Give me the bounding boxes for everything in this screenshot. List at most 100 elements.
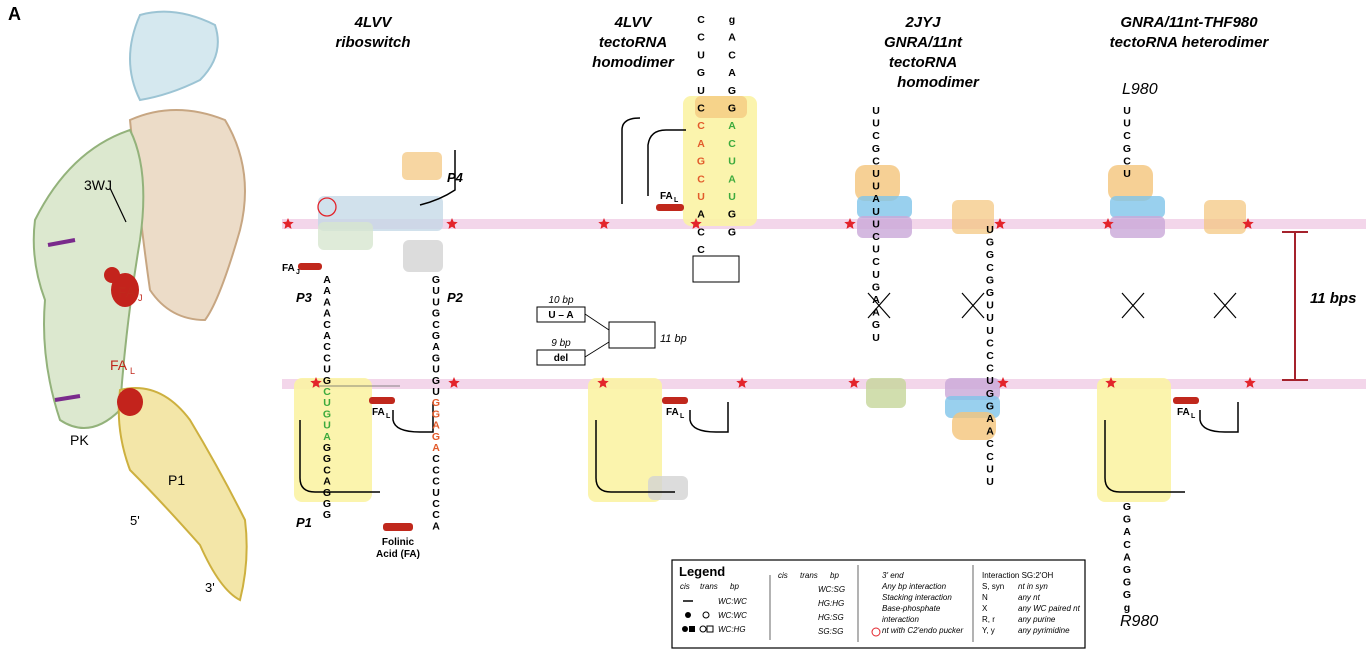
legend-key: X: [982, 604, 988, 613]
tecto-nt: C: [697, 32, 705, 44]
tecto-fal-top-sub: L: [674, 197, 679, 204]
riboswitch-nt: A: [323, 330, 331, 342]
tecto-nt: U: [728, 156, 736, 168]
label-faj-sub: J: [138, 293, 143, 303]
label-fal: FA: [110, 357, 128, 373]
legend-row-label: SG:SG: [818, 627, 843, 636]
riboswitch-nt: U: [323, 397, 331, 409]
gnra-nt: U: [986, 463, 994, 475]
tecto-nt: C: [697, 14, 705, 26]
title-2-line1: 4LVV: [614, 14, 654, 31]
title-4-line1: GNRA/11nt-THF980: [1120, 14, 1258, 31]
riboswitch-nt: A: [323, 476, 331, 488]
legend-header: trans: [800, 571, 818, 580]
legend-header: cis: [680, 582, 690, 591]
legend-cis-hg-square: [689, 626, 695, 632]
gnra-nt: U: [872, 118, 880, 130]
gnra-nt: U: [872, 206, 880, 218]
riboswitch-nt: C: [323, 319, 331, 331]
hetero-2d: [1097, 165, 1246, 502]
title-1-line1: 4LVV: [354, 14, 394, 31]
gnra-nt: A: [872, 307, 880, 319]
gnra-nt: C: [872, 155, 880, 167]
tecto-nt: A: [728, 173, 736, 185]
tecto-nt: C: [697, 244, 705, 256]
legend-row-label: Base-phosphate: [882, 604, 941, 613]
riboswitch-nt: U: [323, 364, 331, 376]
riboswitch-nt: A: [323, 308, 331, 320]
gnra-nt: C: [872, 231, 880, 243]
gnra-nt: G: [986, 237, 994, 249]
legend-row-label: WC:SG: [818, 585, 845, 594]
legend-header: bp: [830, 571, 839, 580]
hetero-nt: U: [1123, 168, 1131, 180]
gnra-nt: U: [986, 224, 994, 236]
tecto-nt: U: [697, 85, 705, 97]
gnra-nt: C: [986, 438, 994, 450]
legend-key: N: [982, 593, 988, 602]
hetero-nt: C: [1123, 155, 1131, 167]
titles: 4LVV riboswitch 4LVV tectoRNA homodimer …: [335, 14, 1269, 91]
riboswitch-nt: C: [432, 319, 440, 331]
tecto-fal-bottom: FA: [666, 407, 679, 418]
gnra-nt: A: [986, 413, 994, 425]
legend-row-label: WC:WC: [718, 597, 747, 606]
riboswitch-nt: G: [432, 330, 440, 342]
hetero-nt: U: [1123, 118, 1131, 130]
gnra-nt: U: [872, 168, 880, 180]
label-fal-sub: L: [130, 366, 135, 376]
legend-cis-circle-symbol: [685, 612, 691, 618]
riboswitch-nt: U: [432, 296, 440, 308]
label-pk: PK: [70, 432, 89, 448]
riboswitch-3d-structure: [34, 12, 247, 600]
gnra-nt: G: [986, 249, 994, 261]
gnra-nt: G: [872, 143, 880, 155]
legend-key: Y, y: [982, 626, 995, 635]
tecto-nt: U: [697, 49, 705, 61]
tecto-10bp: 10 bp: [548, 295, 573, 306]
tecto-nt: A: [728, 32, 736, 44]
folinic-line2: Acid (FA): [376, 549, 420, 560]
gnra-nt: U: [872, 218, 880, 230]
riboswitch-2d: [294, 150, 455, 531]
tecto-nt: G: [728, 103, 736, 115]
riboswitch-nt: G: [323, 375, 331, 387]
gnra-nt: C: [872, 256, 880, 268]
gnra-nt: G: [986, 287, 994, 299]
riboswitch-nt: G: [432, 408, 440, 420]
gnra-nt: U: [872, 269, 880, 281]
hetero-nt: G: [1123, 501, 1131, 513]
tecto-nt: A: [728, 120, 736, 132]
riboswitch-p4-label: P4: [447, 170, 464, 185]
legend-row-label: Any bp interaction: [881, 582, 947, 591]
hetero-nt: C: [1123, 539, 1131, 551]
legend-row-label: HG:HG: [818, 599, 844, 608]
gnra-nt: U: [986, 312, 994, 324]
riboswitch-nt: A: [432, 442, 440, 454]
tecto-nt: C: [697, 173, 705, 185]
riboswitch-nt: G: [323, 442, 331, 454]
gnra-nt: U: [872, 244, 880, 256]
riboswitch-nt: G: [432, 274, 440, 286]
title-3-line1: 2JYJ: [904, 14, 941, 31]
gnra-nt: G: [986, 388, 994, 400]
label-p1: P1: [168, 472, 185, 488]
riboswitch-nt: C: [323, 352, 331, 364]
legend-header: bp: [730, 582, 739, 591]
title-3-line2: GNRA/11nt: [884, 34, 963, 51]
gnra-nt: U: [872, 332, 880, 344]
measure-bar: [1282, 232, 1308, 380]
legend-row-label: WC:WC: [718, 611, 747, 620]
riboswitch-nt: C: [323, 464, 331, 476]
hetero-nt: G: [1123, 564, 1131, 576]
tecto-nt: C: [697, 103, 705, 115]
tecto-fal-top: FA: [660, 191, 673, 202]
riboswitch-nt: C: [432, 509, 440, 521]
panel-label: A: [8, 4, 21, 24]
label-5prime: 5': [130, 513, 140, 528]
hetero-nt: U: [1123, 105, 1131, 117]
legend-row-label: HG:SG: [818, 613, 844, 622]
hetero-nt: g: [1124, 602, 1130, 614]
